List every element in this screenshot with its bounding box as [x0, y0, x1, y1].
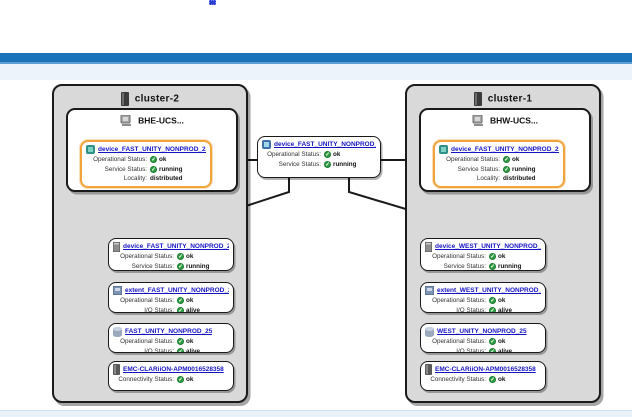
canvas-top-strip: [0, 64, 632, 80]
storage-array-icon: [425, 364, 432, 375]
storage-array-icon: [113, 364, 120, 375]
ok-check-icon: ✓: [489, 262, 496, 270]
ok-check-icon: ✓: [177, 347, 184, 353]
ok-check-icon: ✓: [177, 253, 184, 261]
host-title: BHE-UCS...: [68, 115, 236, 127]
node-link[interactable]: EMC-CLARiiON-APM0016528358: [123, 366, 224, 373]
node-link[interactable]: device_FAST_UNITY_NONPROD_25: [451, 146, 559, 153]
ok-check-icon: ✓: [489, 297, 496, 305]
ok-check-icon: ✓: [150, 165, 157, 173]
topology-node-volume[interactable]: FAST_UNITY_NONPROD_25 Operational Status…: [108, 323, 234, 353]
host-title-label: BHW-UCS...: [490, 115, 538, 126]
node-link[interactable]: FAST_UNITY_NONPROD_25: [125, 328, 213, 335]
ok-check-icon: ✓: [177, 376, 184, 384]
device-service-icon: [262, 140, 271, 149]
topology-node-center-device[interactable]: device_FAST_UNITY_NONPROD_25 Operational…: [257, 136, 381, 178]
topology-node-extent[interactable]: extent_WEST_UNITY_NONPROD_25 Operational…: [420, 282, 546, 313]
app-mini-icon[interactable]: [209, 0, 216, 5]
ok-check-icon: ✓: [324, 160, 331, 168]
cluster-icon: [120, 92, 129, 106]
topology-node-volume[interactable]: WEST_UNITY_NONPROD_25 Operational Status…: [420, 323, 546, 353]
node-link[interactable]: extent_FAST_UNITY_NONPROD_25: [125, 287, 229, 294]
host-title-label: BHE-UCS...: [138, 115, 184, 126]
node-link[interactable]: device_FAST_UNITY_NONPROD_25: [98, 146, 206, 153]
server-tower-icon: [113, 241, 120, 252]
ok-check-icon: ✓: [150, 156, 157, 164]
node-link[interactable]: device_FAST_UNITY_NONPROD_25: [274, 141, 376, 148]
cluster-title: cluster-2: [54, 92, 246, 106]
node-link[interactable]: WEST_UNITY_NONPROD_25: [437, 328, 527, 335]
header-accent-bar: [0, 53, 632, 62]
disk-extent-icon: [113, 286, 122, 295]
ok-check-icon: ✓: [503, 156, 510, 164]
node-link[interactable]: EMC-CLARiiON-APM0016528358: [435, 366, 536, 373]
device-service-icon: [86, 145, 95, 154]
ok-check-icon: ✓: [503, 165, 510, 173]
cluster-title-label: cluster-1: [487, 93, 533, 105]
node-link[interactable]: device_WEST_UNITY_NONPROD_25: [435, 243, 541, 250]
ok-check-icon: ✓: [177, 338, 184, 346]
ok-check-icon: ✓: [489, 338, 496, 346]
ok-check-icon: ✓: [177, 297, 184, 305]
host-computer-icon: [472, 115, 485, 127]
device-service-icon: [439, 145, 448, 154]
host-title: BHW-UCS...: [421, 115, 589, 127]
topology-node-array[interactable]: EMC-CLARiiON-APM0016528358 Connectivity …: [420, 361, 546, 391]
header-accent-line: [0, 62, 632, 64]
disk-extent-icon: [425, 286, 434, 295]
server-tower-icon: [425, 241, 432, 252]
node-link[interactable]: extent_WEST_UNITY_NONPROD_25: [437, 287, 541, 294]
ok-check-icon: ✓: [177, 306, 184, 313]
node-link[interactable]: device_FAST_UNITY_NONPROD_25: [123, 243, 229, 250]
ok-check-icon: ✓: [489, 376, 496, 384]
host-box[interactable]: BHE-UCS... device_FAST_UNITY_NONPROD_25 …: [66, 108, 238, 192]
ok-check-icon: ✓: [324, 151, 331, 159]
cluster-title-label: cluster-2: [134, 93, 180, 105]
ok-check-icon: ✓: [489, 347, 496, 353]
topology-node-device[interactable]: device_WEST_UNITY_NONPROD_25 Operational…: [420, 238, 546, 271]
ok-check-icon: ✓: [177, 262, 184, 270]
topology-node-array[interactable]: EMC-CLARiiON-APM0016528358 Connectivity …: [108, 361, 234, 391]
cluster-icon: [473, 92, 482, 106]
ok-check-icon: ✓: [489, 253, 496, 261]
topology-node-extent[interactable]: extent_FAST_UNITY_NONPROD_25 Operational…: [108, 282, 234, 313]
topology-node-host-device[interactable]: device_FAST_UNITY_NONPROD_25 Operational…: [80, 140, 212, 188]
storage-cylinder-icon: [113, 326, 122, 337]
cluster-title: cluster-1: [407, 92, 599, 106]
topology-node-device[interactable]: device_FAST_UNITY_NONPROD_25 Operational…: [108, 238, 234, 271]
storage-cylinder-icon: [425, 326, 434, 337]
ok-check-icon: ✓: [489, 306, 496, 313]
host-computer-icon: [120, 115, 133, 127]
canvas-bottom-strip: [0, 410, 632, 417]
topology-node-host-device[interactable]: device_FAST_UNITY_NONPROD_25 Operational…: [433, 140, 565, 188]
host-box[interactable]: BHW-UCS... device_FAST_UNITY_NONPROD_25 …: [419, 108, 591, 192]
